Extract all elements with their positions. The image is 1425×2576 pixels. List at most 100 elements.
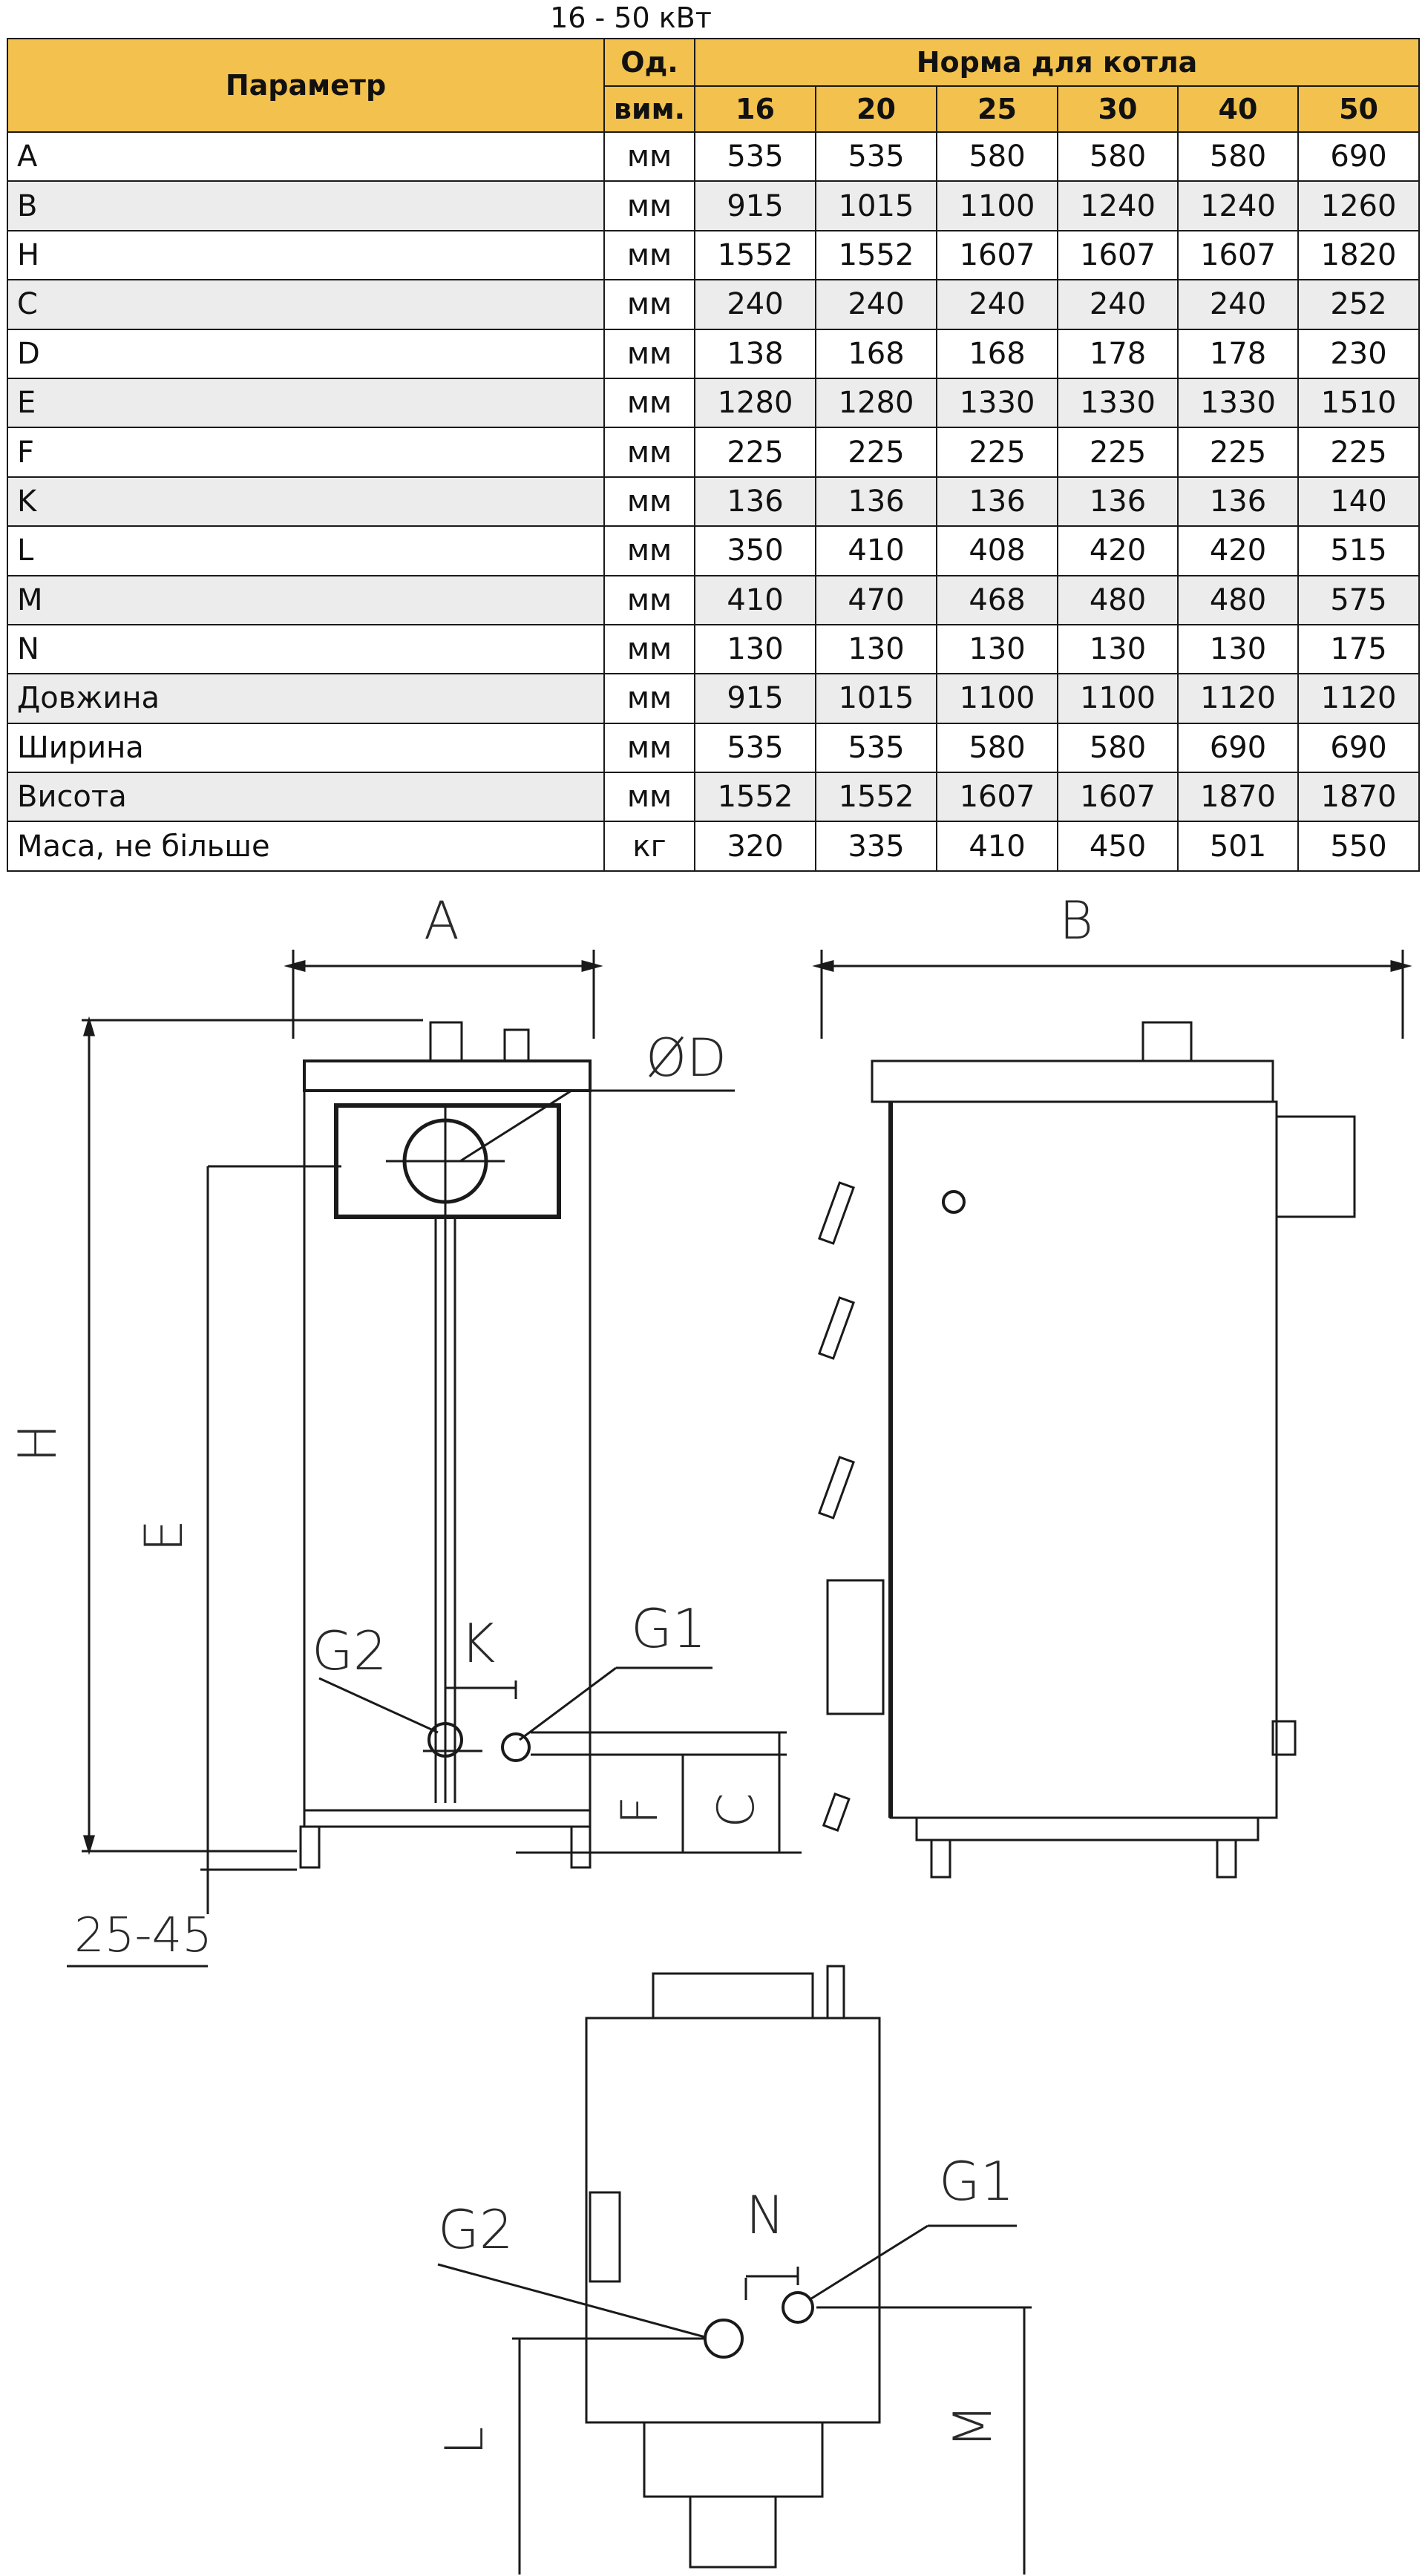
value-cell: 480 <box>1057 574 1179 625</box>
value-cell: 240 <box>815 279 937 330</box>
value-cell: 1100 <box>936 673 1058 724</box>
value-cell: 1330 <box>936 377 1058 429</box>
value-cell: 225 <box>694 427 816 478</box>
value-cell: 580 <box>1177 131 1299 183</box>
value-cell: 1330 <box>1057 377 1179 429</box>
power-range-text: 16 - 50 кВт <box>550 1 712 34</box>
unit-cell: мм <box>603 427 695 478</box>
unit-cell: мм <box>603 476 695 528</box>
unit-cell: мм <box>603 131 695 183</box>
value-cell: 225 <box>1297 427 1421 478</box>
value-cell: 480 <box>1177 574 1299 625</box>
param-name-cell: C <box>7 279 605 330</box>
value-cell: 1120 <box>1177 673 1299 724</box>
value-cell: 420 <box>1177 525 1299 576</box>
value-cell: 1552 <box>815 772 937 823</box>
dim-label-h: H <box>7 1424 68 1463</box>
unit-cell: кг <box>603 821 695 872</box>
unit-cell: мм <box>603 722 695 774</box>
value-cell: 535 <box>815 722 937 774</box>
value-cell: 140 <box>1297 476 1421 528</box>
power-range-title: 16 - 50 кВт <box>0 1 1425 34</box>
value-cell: 225 <box>1177 427 1299 478</box>
param-name-cell: Довжина <box>7 673 605 724</box>
model-header: 50 <box>1297 85 1421 133</box>
param-name-cell: Ширина <box>7 722 605 774</box>
value-cell: 1510 <box>1297 377 1421 429</box>
dim-label-c: C <box>707 1793 766 1827</box>
value-cell: 175 <box>1297 623 1421 675</box>
dim-label-g2-top: G2 <box>438 2198 514 2261</box>
unit-header-line2: вим. <box>603 85 695 133</box>
value-cell: 690 <box>1297 131 1421 183</box>
model-header: 16 <box>694 85 816 133</box>
value-cell: 136 <box>1057 476 1179 528</box>
dim-label-d: ØD <box>646 1028 727 1088</box>
value-cell: 1607 <box>1177 229 1299 281</box>
value-cell: 1280 <box>815 377 937 429</box>
norm-header: Норма для котла <box>693 38 1421 87</box>
value-cell: 130 <box>1057 623 1179 675</box>
value-cell: 1607 <box>1057 772 1179 823</box>
dim-label-g1-top: G1 <box>939 2150 1015 2212</box>
value-cell: 1100 <box>1057 673 1179 724</box>
value-cell: 225 <box>1057 427 1179 478</box>
value-cell: 550 <box>1297 821 1421 872</box>
param-name-cell: M <box>7 574 605 625</box>
value-cell: 1015 <box>815 180 937 231</box>
value-cell: 1260 <box>1297 180 1421 231</box>
dim-label-g2: G2 <box>312 1620 387 1682</box>
value-cell: 178 <box>1057 328 1179 379</box>
value-cell: 915 <box>694 673 816 724</box>
value-cell: 335 <box>815 821 937 872</box>
value-cell: 178 <box>1177 328 1299 379</box>
value-cell: 1240 <box>1057 180 1179 231</box>
dim-label-range: 25-45 <box>74 1908 212 1963</box>
value-cell: 225 <box>815 427 937 478</box>
value-cell: 130 <box>694 623 816 675</box>
value-cell: 138 <box>694 328 816 379</box>
param-name-cell: F <box>7 427 605 478</box>
value-cell: 1870 <box>1297 772 1421 823</box>
unit-cell: мм <box>603 328 695 379</box>
value-cell: 240 <box>694 279 816 330</box>
value-cell: 225 <box>936 427 1058 478</box>
value-cell: 515 <box>1297 525 1421 576</box>
value-cell: 410 <box>815 525 937 576</box>
value-cell: 240 <box>1057 279 1179 330</box>
value-cell: 240 <box>1177 279 1299 330</box>
param-name-cell: N <box>7 623 605 675</box>
unit-cell: мм <box>603 623 695 675</box>
value-cell: 136 <box>815 476 937 528</box>
dim-label-k: K <box>460 1612 495 1675</box>
param-name-cell: Маса, не більше <box>7 821 605 872</box>
value-cell: 1552 <box>694 229 816 281</box>
top-view <box>437 1965 1032 2575</box>
value-cell: 136 <box>936 476 1058 528</box>
value-cell: 1607 <box>936 229 1058 281</box>
param-name-cell: K <box>7 476 605 528</box>
unit-cell: мм <box>603 525 695 576</box>
value-cell: 408 <box>936 525 1058 576</box>
dim-label-l: L <box>434 2427 495 2456</box>
value-cell: 1552 <box>815 229 937 281</box>
value-cell: 252 <box>1297 279 1421 330</box>
value-cell: 575 <box>1297 574 1421 625</box>
dim-label-a: A <box>424 890 459 951</box>
value-cell: 1100 <box>936 180 1058 231</box>
param-name-cell: A <box>7 131 605 183</box>
model-header: 20 <box>815 85 937 133</box>
unit-cell: мм <box>603 377 695 429</box>
value-cell: 470 <box>815 574 937 625</box>
model-header: 30 <box>1057 85 1179 133</box>
value-cell: 320 <box>694 821 816 872</box>
value-cell: 535 <box>694 131 816 183</box>
